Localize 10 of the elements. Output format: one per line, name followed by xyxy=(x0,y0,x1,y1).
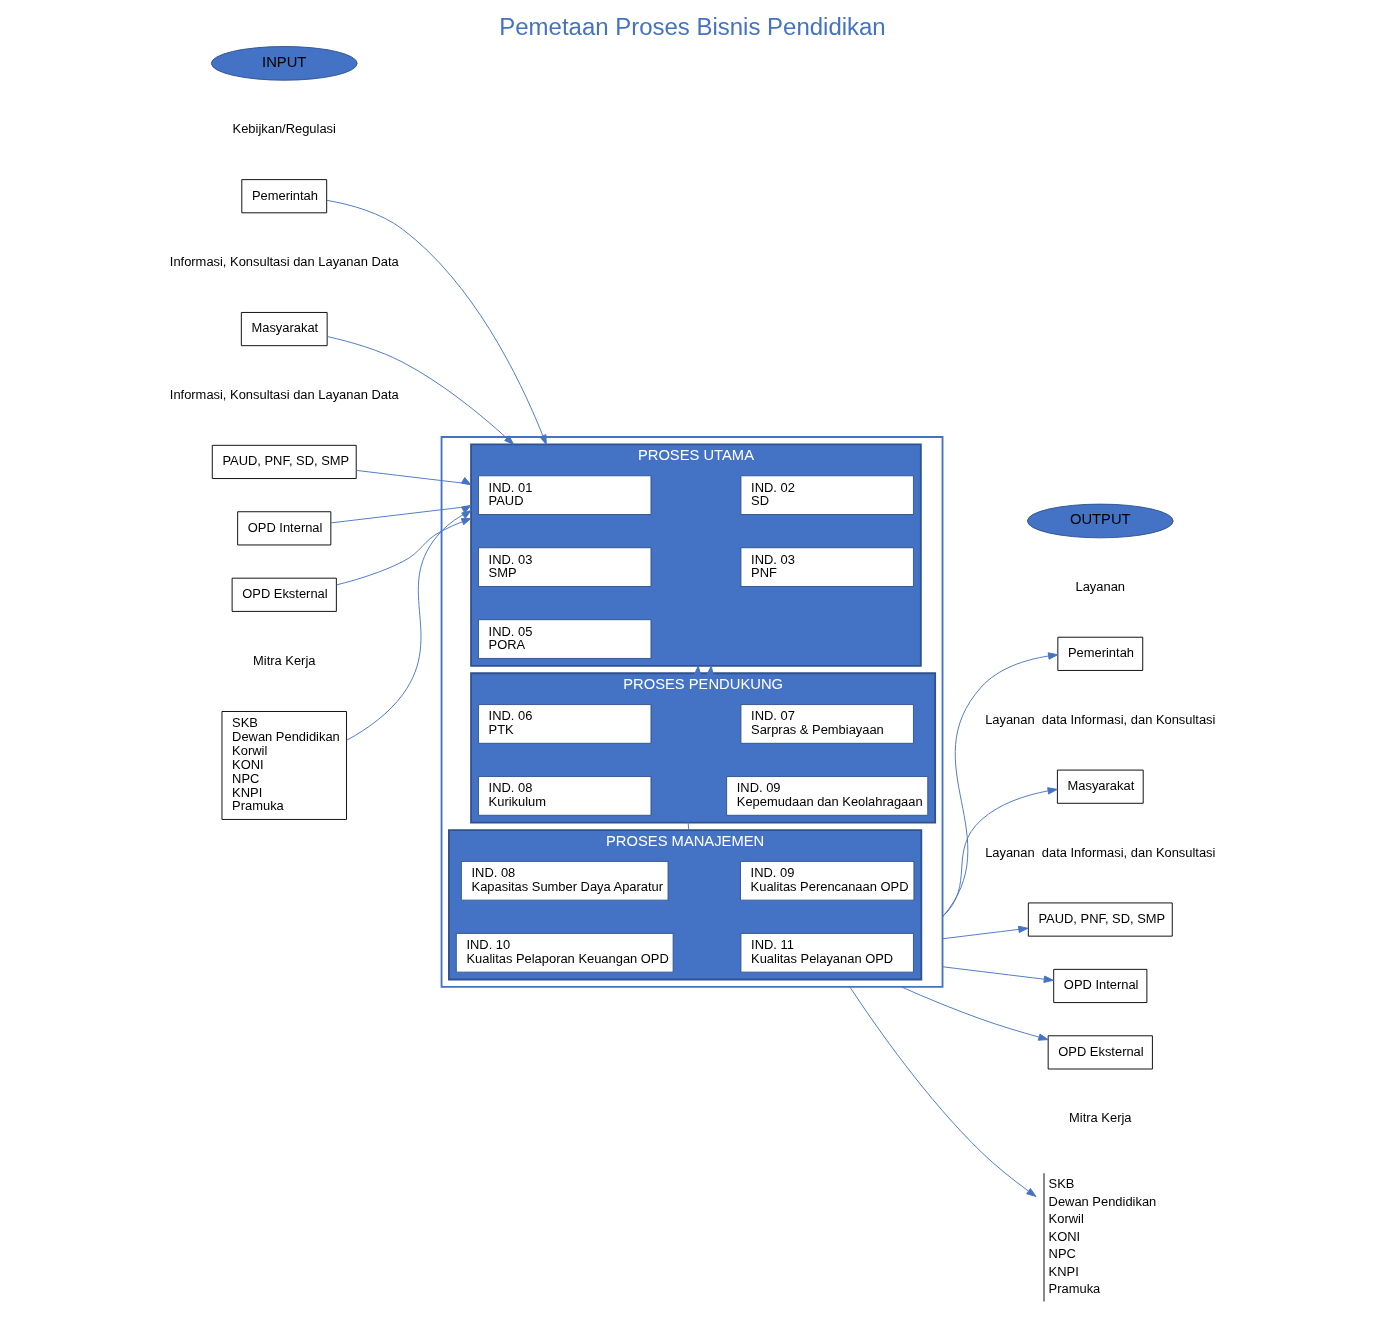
node-label: Informasi, Konsultasi dan Layanan Data xyxy=(169,254,399,270)
node-label: Kebijkan/Regulasi xyxy=(232,121,336,137)
node-text: SKB Dewan Pendidikan Korwil KONI NPC KNPI Pramuka xyxy=(1048,1176,1156,1297)
diagram-title: Pemetaan Proses Bisnis Pendidikan xyxy=(498,13,886,41)
node-label: Informasi, Konsultasi dan Layanan Data xyxy=(169,386,399,402)
node-label: Layanan xyxy=(1075,578,1125,594)
node-label: Layanan data Informasi, dan Konsultasi xyxy=(984,844,1215,860)
node-label: Layanan data Informasi, dan Konsultasi xyxy=(984,711,1215,727)
node-label: Mitra Kerja xyxy=(1068,1110,1131,1126)
node-label: Mitra Kerja xyxy=(252,652,315,668)
